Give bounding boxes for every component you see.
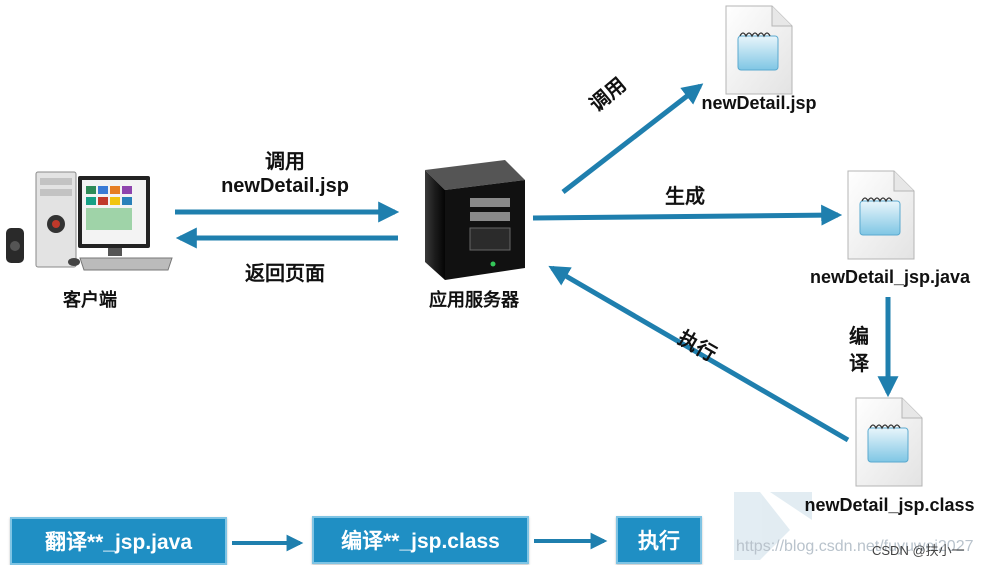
arrow-call-jsp <box>561 83 704 194</box>
step-translate: 翻译**_jsp.java <box>10 517 227 565</box>
java-file-label: newDetail_jsp.java <box>809 267 971 287</box>
response-label: 返回页面 <box>245 263 325 285</box>
jsp-file-icon <box>725 5 793 95</box>
step-compile: 编译**_jsp.class <box>312 516 529 564</box>
server-label: 应用服务器 <box>429 290 519 310</box>
class-file-label: newDetail_jsp.class <box>804 495 975 515</box>
client-label: 客户端 <box>63 290 117 310</box>
server-icon <box>425 160 525 280</box>
watermark-credit: CSDN @扶小一 <box>872 543 965 558</box>
jsp-file-label: newDetail.jsp <box>701 93 817 113</box>
compile-label-2: 译 <box>849 353 869 375</box>
client-computer-icon <box>6 171 173 271</box>
arrow-generate-java <box>532 204 843 226</box>
class-file-icon <box>855 397 923 487</box>
request-label-line1: 调用 <box>265 151 305 173</box>
java-file-icon <box>847 170 915 260</box>
watermark-logo <box>734 492 812 560</box>
watermark-url: https://blog.csdn.net/fuyuwei2027 <box>736 538 974 555</box>
arrow-execute-server <box>548 265 850 443</box>
compile-label-1: 编 <box>849 326 869 348</box>
request-label-line2: newDetail.jsp <box>221 175 349 197</box>
step-execute: 执行 <box>616 516 702 564</box>
generate-label: 生成 <box>665 186 705 208</box>
